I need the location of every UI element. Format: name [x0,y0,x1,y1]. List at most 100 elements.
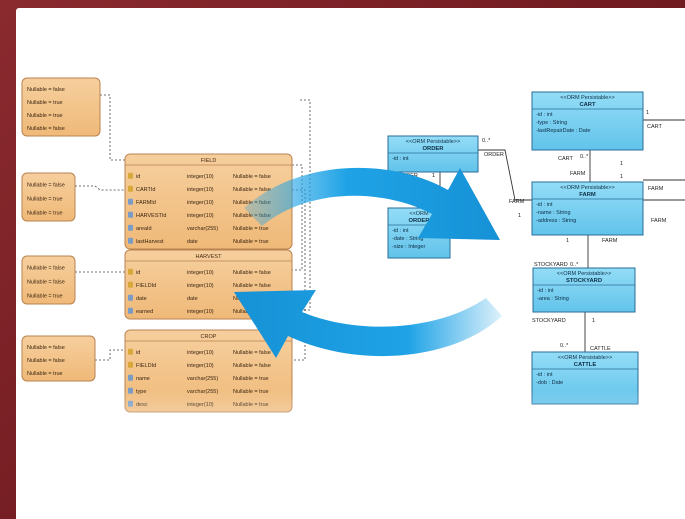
erd-column-type: integer(10) [187,213,214,219]
erd-table-box [21,77,101,137]
column-icon [128,294,133,301]
column-icon [128,198,133,205]
uml-association-label: 0..* [570,262,579,268]
erd-column-constraint: Nullable = true [27,210,63,216]
erd-column-constraint: Nullable = true [233,239,269,245]
erd-column-type: varchar(255) [187,376,218,382]
uml-attribute: -type : String [536,120,567,126]
uml-association-label: 1 [620,161,623,167]
erd-column-type: integer(10) [187,270,214,276]
erd-column-constraint: Nullable = false [233,283,271,289]
uml-association-label: CART [647,124,663,130]
uml-class-name: CATTLE [574,362,597,368]
erd-column-type: varchar(255) [187,226,218,232]
uml-attribute: -id : int [537,288,554,294]
key-icon [128,281,133,288]
uml-association-label: STOCKYARD [532,318,566,324]
erd-column-constraint: Nullable = false [27,87,65,93]
uml-association-label: 1 [432,173,435,179]
erd-column-name: CARTId [136,187,155,193]
erd-table-title: CROP [201,334,217,340]
uml-association-label: STOCKYARD [534,262,568,268]
uml-class-farm: <<ORM Persistable>>FARM-id : int-name : … [531,181,644,236]
key-icon [128,185,133,192]
erd-column-type: integer(10) [187,174,214,180]
erd-column-constraint: Nullable = false [27,126,65,132]
uml-association-label: 1 [592,318,595,324]
erd-column-name: lastHarvest [136,239,164,245]
erd-column-type: integer(10) [187,350,214,356]
uml-association-label: 1 [566,238,569,244]
uml-class-stockyard: <<ORM Persistable>>STOCKYARD-id : int-ar… [532,267,636,313]
key-icon [128,348,133,355]
erd-column-type: integer(10) [187,200,214,206]
key-icon [128,268,133,275]
uml-attribute: -id : int [392,228,409,234]
erd-column-type: integer(10) [187,309,214,315]
erd-column-type: integer(10) [187,187,214,193]
erd-column-type: integer(10) [187,283,214,289]
uml-class-order: <<ORM Persistable>>ORDER-id : int [387,135,479,173]
uml-association-label: FARM [651,218,667,224]
uml-attribute: -dob : Date [536,380,563,386]
uml-stereotype: <<ORM Persistable>> [560,95,614,101]
erd-column-constraint: Nullable = false [27,279,65,285]
column-icon [128,307,133,314]
erd-column-constraint: Nullable = false [27,345,65,351]
uml-association-label: 0..* [580,154,589,160]
uml-stereotype: <<ORM [409,211,429,217]
erd-column-name: FARMId [136,200,156,206]
erd-column-name: id [136,270,140,276]
uml-association-label: FARM [602,238,618,244]
uml-stereotype: <<ORM Persistable>> [557,271,611,277]
uml-attribute: -date : String [392,236,424,242]
erd-column-name: FIELDId [136,363,156,369]
column-icon [128,224,133,231]
erd-column-name: earned [136,309,153,315]
erd-column-constraint: Nullable = false [27,182,65,188]
erd-column-constraint: Nullable = false [233,350,271,356]
uml-attribute: -id : int [392,156,409,162]
uml-association-label: CART [558,156,574,162]
erd-column-name: HARVESTId [136,213,166,219]
erd-column-constraint: Nullable = false [233,270,271,276]
erd-column-constraint: Nullable = true [27,100,63,106]
uml-attribute: -id : int [536,202,553,208]
erd-column-constraint: Nullable = true [27,293,63,299]
erd-column-constraint: Nullable = false [233,174,271,180]
erd-column-type: integer(10) [187,363,214,369]
column-icon [128,211,133,218]
uml-stereotype: <<ORM Persistable>> [406,139,460,145]
erd-table-box [21,255,76,305]
column-icon [128,237,133,244]
uml-attribute: -address : String [536,218,576,224]
erd-column-constraint: Nullable = true [27,113,63,119]
forward-sync-arrow [244,167,500,240]
erd-column-name: areaId [136,226,152,232]
erd-table-title: FIELD [201,158,217,164]
uml-association-label: 0..* [560,343,569,349]
uml-stereotype: <<ORM Persistable>> [560,185,614,191]
erd-column-constraint: Nullable = true [27,371,63,377]
uml-attribute: -size : Integer [392,244,425,250]
uml-class-name: ORDER [409,218,431,224]
erd-column-constraint: Nullable = false [27,358,65,364]
erd-column-constraint: Nullable = false [27,265,65,271]
erd-column-constraint: Nullable = true [233,226,269,232]
erd-column-constraint: Nullable = true [233,376,269,382]
sync-arrows [234,167,502,358]
erd-column-constraint: Nullable = false [233,363,271,369]
uml-stereotype: <<ORM Persistable>> [558,355,612,361]
erd-column-name: id [136,174,140,180]
uml-association-label: ORDER [484,152,504,158]
erd-table-box [21,335,96,382]
erd-column-type: date [187,239,198,245]
erd-column-type: date [187,296,198,302]
uml-class-name: CART [579,102,596,108]
uml-class-box [531,91,644,151]
uml-class-cart: <<ORM Persistable>>CART -id : int -type : … [531,91,644,151]
erd-column-constraint: Nullable = false [233,187,271,193]
reflection-fade [16,390,685,519]
uml-attribute: -id : int [536,112,553,118]
